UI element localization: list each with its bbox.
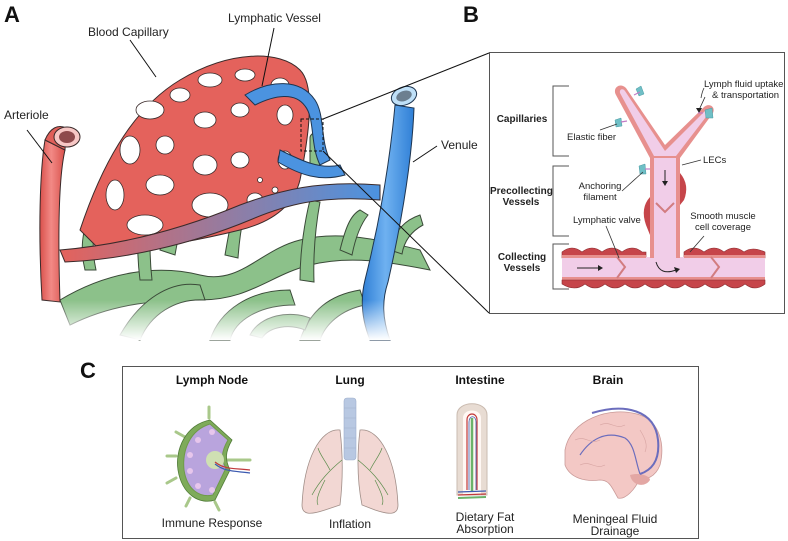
label-anchoring-2: filament xyxy=(583,192,617,203)
section-capillaries: Capillaries xyxy=(496,114,548,125)
capillary-venule-junction xyxy=(59,183,381,263)
organ-title-intestine: Intestine xyxy=(455,373,505,387)
label-lymph-uptake-1: Lymph fluid uptake xyxy=(704,79,784,90)
label-lecs: LECs xyxy=(703,155,727,166)
leader-anchoring xyxy=(621,171,644,192)
leader-lecs xyxy=(681,159,702,166)
leader-elastic-fiber xyxy=(599,123,618,131)
label-lymphatic-valve: Lymphatic valve xyxy=(573,215,641,226)
anchoring-filaments xyxy=(614,85,714,175)
organ-caption-brain-2: Drainage xyxy=(590,524,640,538)
label-smooth-muscle-2: cell coverage xyxy=(695,222,751,233)
collecting-vessel xyxy=(561,247,766,289)
lymphatic-capillary xyxy=(614,85,714,158)
panel-b-illustration xyxy=(552,85,766,290)
precollecting-vessel xyxy=(643,155,687,258)
lymph-node-icon xyxy=(165,405,252,512)
panel-b-letter: B xyxy=(463,2,479,27)
label-elastic-fiber: Elastic fiber xyxy=(567,132,617,143)
zoom-line-bottom xyxy=(322,150,490,314)
organ-caption-lung: Inflation xyxy=(328,517,372,531)
label-lymph-uptake-2: & transportation xyxy=(712,90,780,101)
organ-title-lung: Lung xyxy=(335,373,365,387)
section-collecting-vessels: Collecting Vessels xyxy=(497,252,547,274)
panel-a-illustration xyxy=(0,27,490,341)
label-smooth-muscle-1: Smooth muscle xyxy=(690,211,756,222)
leader-arteriole xyxy=(26,129,53,164)
zoom-region-box xyxy=(300,118,324,152)
intestine-villus-icon xyxy=(456,403,488,499)
label-arteriole: Arteriole xyxy=(4,108,49,122)
venule-branch xyxy=(244,83,331,166)
leader-lymphatic-vessel xyxy=(261,27,275,87)
label-anchoring-1: Anchoring xyxy=(578,181,622,192)
panel-c-letter: C xyxy=(80,358,96,383)
organ-caption-intestine-2: Absorption xyxy=(456,522,514,536)
leader-lymphatic-valve xyxy=(605,225,620,259)
organ-caption-intestine-1: Dietary Fat xyxy=(455,510,515,524)
organ-title-brain: Brain xyxy=(592,373,624,387)
organ-caption-brain-1: Meningeal Fluid xyxy=(572,512,658,526)
panel-a-letter: A xyxy=(4,2,20,27)
label-venule: Venule xyxy=(441,138,478,152)
label-blood-capillary: Blood Capillary xyxy=(88,25,169,39)
panel-b-frame xyxy=(489,52,785,314)
label-lymphatic-vessel: Lymphatic Vessel xyxy=(228,11,321,25)
leader-blood-capillary xyxy=(129,39,157,78)
leader-lymph-uptake xyxy=(700,87,705,99)
leader-venule xyxy=(412,145,438,163)
section-brackets xyxy=(552,85,569,290)
section-precollecting-vessels: Precollecting Vessels xyxy=(490,186,553,208)
organ-caption-lymph-node: Immune Response xyxy=(161,516,263,530)
brain-icon xyxy=(564,407,663,499)
organ-title-lymph-node: Lymph Node xyxy=(175,373,249,387)
leader-smooth-muscle xyxy=(689,235,705,253)
lung-icon xyxy=(301,397,399,514)
zoom-line-top xyxy=(322,52,490,120)
